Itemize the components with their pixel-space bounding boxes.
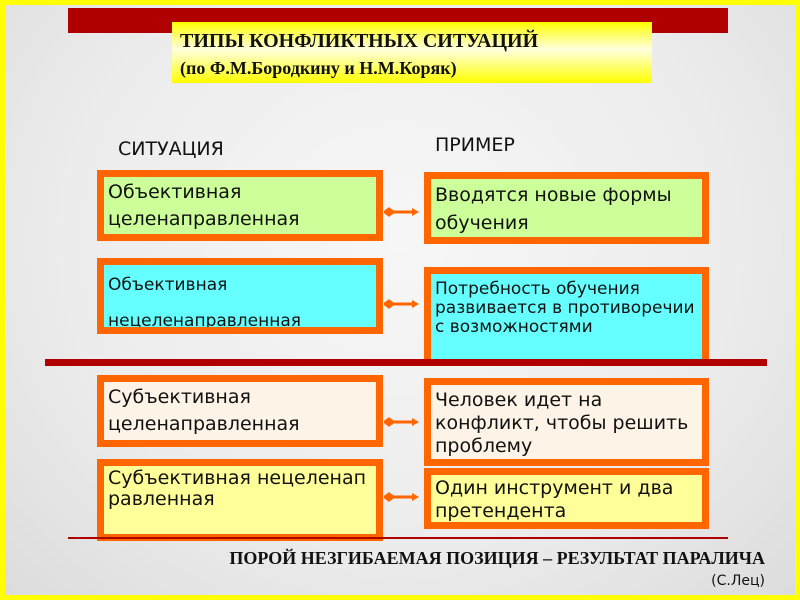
example-text: Один инструмент и два претендента xyxy=(435,477,674,522)
example-box-3: Человек идет на конфликт, чтобы решить п… xyxy=(424,378,709,466)
arrow-icon xyxy=(384,299,419,309)
quote-author: (С.Лец) xyxy=(711,573,765,589)
quote-text: ПОРОЙ НЕЗГИБАЕМАЯ ПОЗИЦИЯ – РЕЗУЛЬТАТ ПА… xyxy=(229,548,765,568)
arrow-icon xyxy=(384,417,419,427)
title-line1: ТИПЫ КОНФЛИКТНЫХ СИТУАЦИЙ xyxy=(180,30,539,52)
situation-text: Субъективная нецеленаправленная xyxy=(108,467,367,510)
situation-text: Объективная нецеленаправленная xyxy=(108,275,302,331)
situation-text: Субъективная целенаправленная xyxy=(108,386,300,435)
example-text: Человек идет на конфликт, чтобы решить п… xyxy=(435,389,689,457)
situation-box-4: Субъективная нецеленаправленная xyxy=(97,459,383,541)
example-box-4: Один инструмент и два претендента xyxy=(424,468,709,529)
situation-text: Объективная целенаправленная xyxy=(108,181,300,230)
header-example: ПРИМЕР xyxy=(435,134,515,156)
example-box-2: Потребность обучения развивается в проти… xyxy=(424,267,709,362)
title-line2: (по Ф.М.Бородкину и Н.М.Коряк) xyxy=(180,58,457,78)
arrow-icon xyxy=(384,492,419,502)
example-text: Потребность обучения развивается в проти… xyxy=(435,279,695,337)
situation-box-1: Объективная целенаправленная xyxy=(97,170,383,241)
bottom-line xyxy=(68,537,728,539)
situation-box-3: Субъективная целенаправленная xyxy=(97,375,383,447)
title-box: ТИПЫ КОНФЛИКТНЫХ СИТУАЦИЙ (по Ф.М.Бородк… xyxy=(172,22,652,83)
divider-line xyxy=(45,359,767,366)
example-box-1: Вводятся новые формы обучения xyxy=(424,172,709,244)
header-situation: СИТУАЦИЯ xyxy=(118,138,224,160)
arrow-icon xyxy=(384,207,419,217)
situation-box-2: Объективная нецеленаправленная xyxy=(97,258,383,334)
example-text: Вводятся новые формы обучения xyxy=(435,184,672,234)
